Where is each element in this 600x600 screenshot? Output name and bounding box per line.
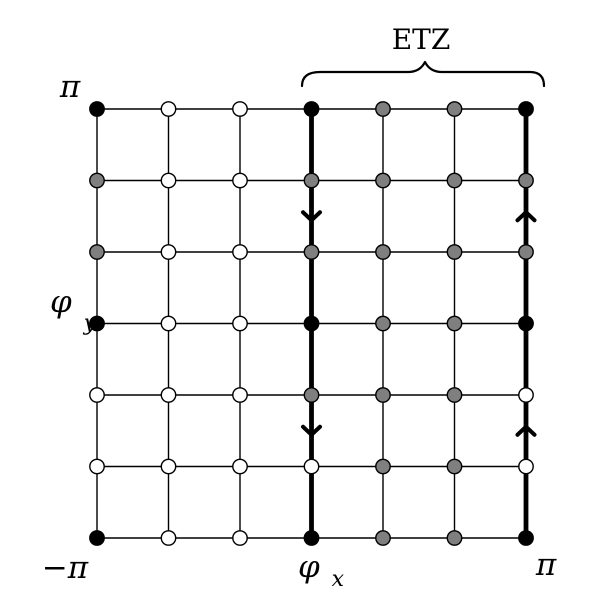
white-grid-node — [160, 530, 177, 546]
gray-grid-node — [518, 172, 534, 189]
black-grid-node — [303, 315, 320, 332]
white-grid-node — [232, 315, 248, 332]
gray-grid-node — [375, 172, 391, 189]
black-grid-node — [89, 530, 105, 546]
black-grid-node — [89, 101, 105, 117]
black-grid-node — [518, 530, 534, 546]
black-grid-node — [303, 101, 320, 117]
white-grid-node — [232, 530, 248, 546]
gray-grid-node — [446, 458, 463, 475]
gray-grid-node — [375, 530, 391, 546]
white-grid-node — [160, 101, 177, 117]
phi-x-base: φ — [298, 549, 320, 585]
white-grid-node — [89, 387, 105, 403]
white-grid-node — [232, 458, 248, 475]
phi-y-label: φ y — [50, 284, 97, 336]
gray-grid-node — [375, 315, 391, 332]
gray-grid-node — [303, 387, 320, 403]
white-grid-node — [160, 315, 177, 332]
phi-y-subscript: y — [83, 311, 97, 336]
gray-grid-node — [446, 315, 463, 332]
white-grid-node — [232, 387, 248, 403]
gray-grid-node — [375, 458, 391, 475]
down-arrow-icon — [301, 210, 322, 223]
gray-grid-node — [303, 244, 320, 260]
gray-grid-node — [446, 172, 463, 189]
white-grid-node — [518, 387, 534, 403]
gray-grid-node — [89, 244, 105, 260]
gray-grid-node — [375, 387, 391, 403]
white-grid-node — [232, 172, 248, 189]
white-grid-node — [303, 458, 320, 475]
white-grid-node — [232, 244, 248, 260]
down-arrow-icon — [301, 424, 322, 437]
nodes — [89, 101, 534, 546]
phi-x-label: φ x — [298, 549, 345, 592]
gray-grid-node — [89, 172, 105, 189]
white-grid-node — [160, 458, 177, 475]
etz-label: ETZ — [392, 23, 451, 56]
white-grid-node — [518, 458, 534, 475]
bottom-minus-pi-label: −π — [42, 550, 89, 586]
white-grid-node — [232, 101, 248, 117]
white-grid-node — [160, 387, 177, 403]
gray-grid-node — [446, 244, 463, 260]
right-pi-label: π — [535, 547, 557, 583]
phi-x-subscript: x — [332, 567, 345, 592]
up-arrow-icon — [515, 424, 537, 437]
gray-grid-node — [446, 101, 463, 117]
up-arrow-icon — [515, 210, 537, 223]
white-grid-node — [89, 458, 105, 475]
white-grid-node — [160, 244, 177, 260]
black-grid-node — [518, 315, 534, 332]
top-pi-label: π — [59, 69, 81, 105]
black-grid-node — [518, 101, 534, 117]
phi-y-base: φ — [50, 284, 72, 320]
gray-grid-node — [446, 387, 463, 403]
white-grid-node — [160, 172, 177, 189]
gray-grid-node — [303, 172, 320, 189]
arrows — [301, 210, 537, 437]
black-grid-node — [303, 530, 320, 546]
etz-bracket — [300, 60, 546, 88]
gray-grid-node — [518, 244, 534, 260]
black-grid-node — [89, 315, 105, 332]
gray-grid-node — [375, 244, 391, 260]
gray-grid-node — [446, 530, 463, 546]
gray-grid-node — [375, 101, 391, 117]
